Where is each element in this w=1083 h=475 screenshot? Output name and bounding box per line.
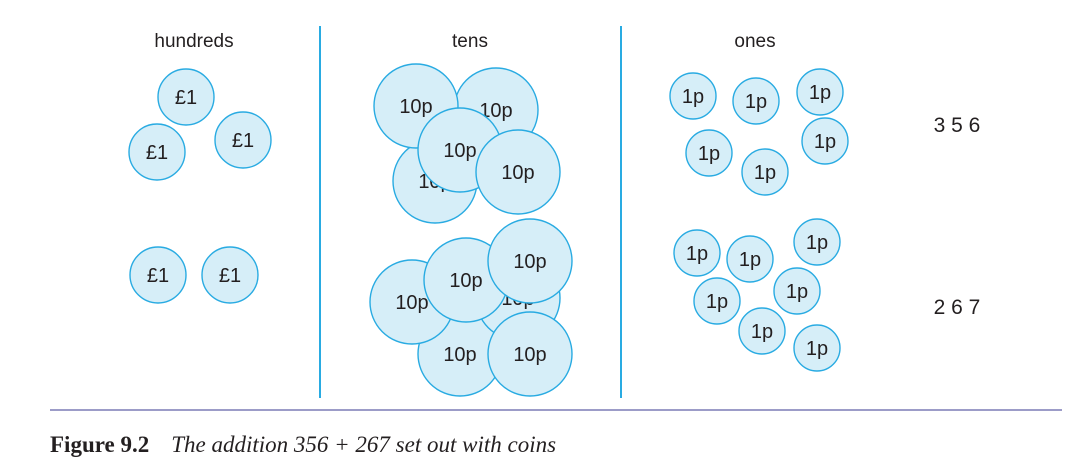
pound-coin: £1 [214, 111, 272, 169]
one-penny-coin: 1p [801, 117, 849, 165]
one-penny-coin: 1p [693, 277, 741, 325]
svg-text:10p: 10p [513, 344, 546, 366]
svg-text:1p: 1p [754, 162, 776, 184]
column-header-tens: tens [452, 31, 488, 52]
svg-text:£1: £1 [146, 142, 168, 164]
one-penny-coin: 1p [741, 148, 789, 196]
svg-text:10p: 10p [443, 344, 476, 366]
svg-text:£1: £1 [175, 87, 197, 109]
svg-text:10p: 10p [395, 292, 428, 314]
svg-text:1p: 1p [806, 232, 828, 254]
one-penny-coin: 1p [738, 307, 786, 355]
svg-text:1p: 1p [682, 86, 704, 108]
one-penny-coin: 1p [732, 77, 780, 125]
figure-caption: Figure 9.2 The addition 356 + 267 set out… [50, 432, 556, 458]
svg-text:10p: 10p [443, 140, 476, 162]
figure-caption-text: The addition 356 + 267 set out with coin… [171, 432, 557, 457]
pound-coin: £1 [128, 123, 186, 181]
ten-pence-coin: 10p [475, 129, 561, 215]
coin-addition-diagram: hundreds tens ones £1 £1 £1 £1 £1 10p 10… [50, 26, 1062, 411]
ten-pence-coin: 10p [487, 311, 573, 397]
svg-text:1p: 1p [809, 82, 831, 104]
svg-text:£1: £1 [232, 130, 254, 152]
svg-text:1p: 1p [686, 243, 708, 265]
one-penny-coin: 1p [793, 218, 841, 266]
svg-text:1p: 1p [706, 291, 728, 313]
svg-text:£1: £1 [219, 265, 241, 287]
svg-text:1p: 1p [814, 131, 836, 153]
one-penny-coin: 1p [793, 324, 841, 372]
svg-text:10p: 10p [501, 162, 534, 184]
svg-text:1p: 1p [739, 249, 761, 271]
column-header-ones: ones [734, 31, 775, 52]
svg-text:10p: 10p [513, 251, 546, 273]
one-penny-coin: 1p [796, 68, 844, 116]
number-356: 3 5 6 [934, 114, 981, 137]
svg-text:10p: 10p [399, 96, 432, 118]
one-penny-coin: 1p [669, 72, 717, 120]
svg-text:1p: 1p [698, 143, 720, 165]
column-header-hundreds: hundreds [154, 31, 233, 52]
number-267: 2 6 7 [934, 296, 981, 319]
one-penny-coin: 1p [673, 229, 721, 277]
pound-coin: £1 [201, 246, 259, 304]
figure-number: Figure 9.2 [50, 432, 150, 457]
svg-text:10p: 10p [449, 270, 482, 292]
one-penny-coin: 1p [773, 267, 821, 315]
svg-text:1p: 1p [751, 321, 773, 343]
one-penny-coin: 1p [685, 129, 733, 177]
svg-text:£1: £1 [147, 265, 169, 287]
ten-pence-coin: 10p [487, 218, 573, 304]
svg-text:1p: 1p [745, 91, 767, 113]
one-penny-coin: 1p [726, 235, 774, 283]
svg-text:1p: 1p [786, 281, 808, 303]
pound-coin: £1 [157, 68, 215, 126]
svg-text:10p: 10p [479, 100, 512, 122]
svg-text:1p: 1p [806, 338, 828, 360]
pound-coin: £1 [129, 246, 187, 304]
ten-pence-coin: 10p [423, 237, 509, 323]
